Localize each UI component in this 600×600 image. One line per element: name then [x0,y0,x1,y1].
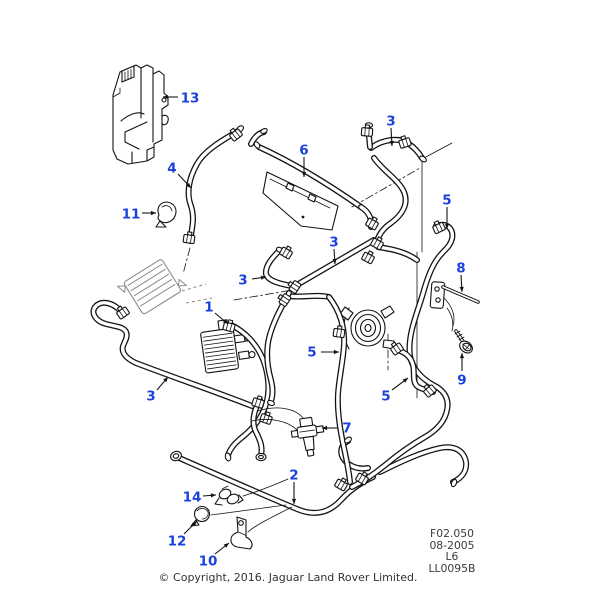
callout-3: 3 [146,376,169,405]
callout-9: 9 [457,353,467,389]
bolt-part9 [454,329,473,354]
deflector-panel-part13 [112,64,169,165]
callout-number-3: 3 [146,389,155,405]
callout-1: 1 [204,300,229,325]
hose-runs [90,123,470,516]
ref-figure-code: F02.050 [430,527,474,540]
callout-number-7: 7 [342,421,351,437]
drawing-reference-block: F02.050 08-2005 L6 LL0095B [429,527,476,575]
callout-number-9: 9 [457,373,466,389]
copyright-notice: © Copyright, 2016. Jaguar Land Rover Lim… [159,571,418,584]
callout-6: 6 [299,143,309,177]
hose-part1-cooler [226,322,271,457]
callout-11: 11 [122,207,156,223]
hose-part5-right-long [350,223,455,489]
transmission-oil-cooler [200,319,256,374]
coolant-sensor-part7 [290,416,325,457]
callout-5: 5 [442,193,452,229]
callout-number-8: 8 [456,261,465,277]
callout-5: 5 [307,345,339,361]
callout-3: 3 [386,114,396,147]
callout-number-3: 3 [238,273,247,289]
bracket-part10 [230,516,253,550]
hose-branch-down [265,291,291,403]
bracket-part8 [429,281,480,332]
callout-3: 3 [238,273,267,289]
pipe-part6 [257,145,363,209]
heater-pipe-bracket-part6 [262,171,339,231]
callout-14: 14 [183,490,217,506]
callout-number-12: 12 [168,534,187,550]
callout-5: 5 [381,377,409,405]
ref-engine: L6 [446,550,459,563]
callout-number-4: 4 [167,161,176,177]
callout-10: 10 [199,542,230,570]
pipe-clip-part14 [214,485,244,506]
clip-part11 [155,201,177,228]
callout-number-11: 11 [122,207,141,223]
routing-leader-curves [210,407,304,533]
ref-drawing-number: LL0095B [429,562,476,575]
hose-part3-lower-left [91,301,254,408]
hose-bottom-u [251,398,264,457]
hose-right-s [371,155,409,247]
grommet-part12 [190,505,211,527]
callout-12: 12 [168,520,198,550]
callout-8: 8 [456,261,466,293]
callout-2: 2 [289,468,299,504]
callout-7: 7 [322,421,352,437]
callout-layer: 13 4 11 3 6 5 3 8 3 1 5 9 5 7 2 14 12 10 3 [122,91,467,570]
callout-number-6: 6 [299,143,308,159]
hose-part4 [186,129,240,243]
callout-number-2: 2 [289,468,298,484]
callout-number-13: 13 [181,91,200,107]
callout-number-3: 3 [386,114,395,130]
callout-number-5: 5 [442,193,451,209]
hose-right-s [372,156,408,246]
callout-4: 4 [167,161,192,189]
callout-3: 3 [329,235,339,265]
callout-number-14: 14 [183,490,202,506]
callout-number-10: 10 [199,554,218,570]
callout-number-5: 5 [381,389,390,405]
water-pump-pulley [339,305,395,350]
engine-oil-cooler-context [116,259,213,315]
callout-number-5: 5 [307,345,316,361]
callout-number-3: 3 [329,235,338,251]
callout-number-1: 1 [204,300,213,316]
hose-part2-right [378,445,468,484]
hose-part5-mid-a [286,294,331,299]
ref-date: 08-2005 [429,539,474,552]
hose-part3-stub [264,249,294,288]
callout-13: 13 [163,91,199,107]
